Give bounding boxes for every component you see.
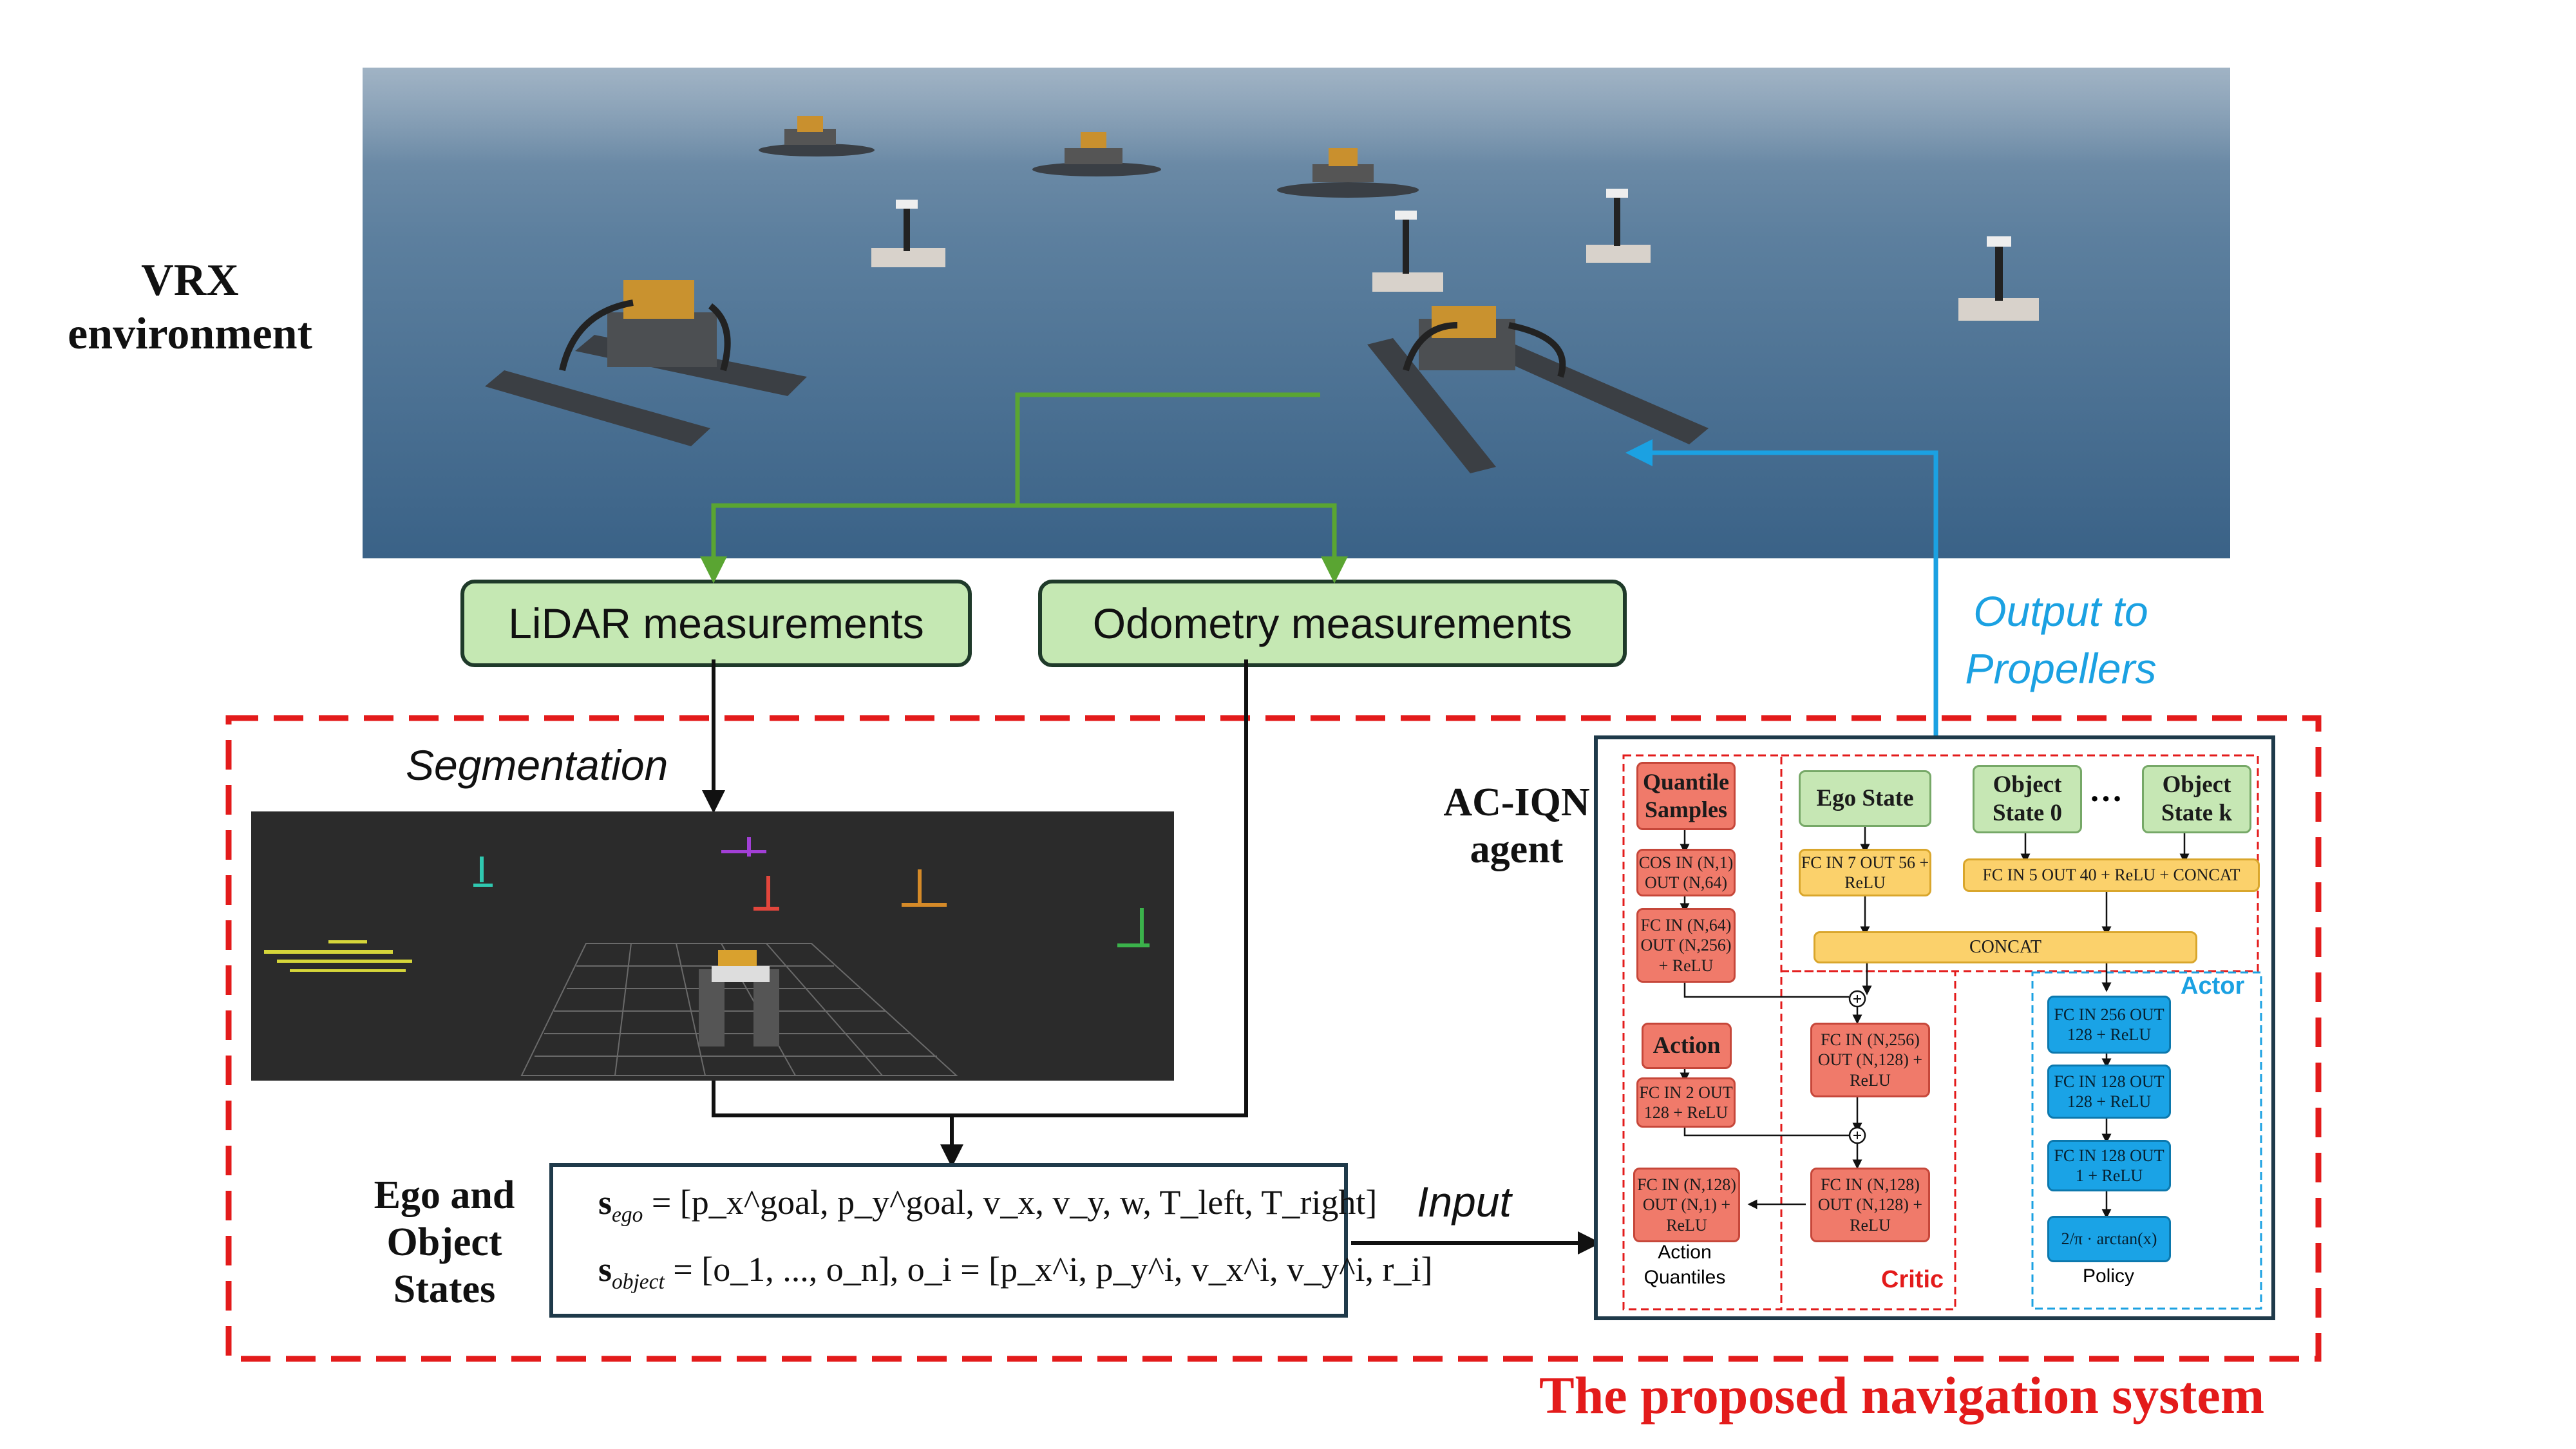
agent-label: AC-IQN agent (1443, 781, 1590, 872)
state-equations-box: sego = [p_x^goal, p_y^goal, v_x, v_y, w,… (549, 1163, 1433, 1318)
odometry-measurements-label: Odometry measurements (1092, 600, 1573, 647)
policy-function-node: 2/π · arctan(x) (2047, 1216, 2171, 1262)
action-node: Action (1642, 1023, 1732, 1069)
point-cloud-yellow (264, 940, 412, 972)
lidar-measurements-box: LiDAR measurements (460, 580, 972, 667)
actor-dashed-box (2031, 971, 2262, 1310)
actor-label: Actor (2181, 972, 2245, 999)
policy-label: Policy (2082, 1265, 2135, 1287)
segmentation-label: Segmentation (406, 741, 668, 789)
cos-layer-node: COS IN (N,1) OUT (N,64) (1636, 849, 1736, 896)
ego-state-vector: = [p_x^goal, p_y^goal, v_x, v_y, w, T_le… (651, 1183, 1378, 1222)
boat-large-right (1367, 306, 1709, 473)
segmentation-robot (699, 950, 779, 1046)
fc-256-128-critic-node: FC IN (N,256) OUT (N,128) + ReLU (1810, 1023, 1930, 1097)
fc-128-128-actor-node: FC IN 128 OUT 128 + ReLU (2047, 1065, 2171, 1119)
green-arrow-odometry (1018, 503, 1348, 583)
point-cloud-orange (902, 869, 947, 907)
navigation-system-caption: The proposed navigation system (1539, 1366, 2265, 1425)
buoy-1 (871, 200, 945, 267)
buoy-4 (1958, 236, 2039, 321)
object-state-equation: sobject = [o_1, ..., o_n], o_i = [p_x^i,… (598, 1249, 1433, 1294)
fc-7-56-node: FC IN 7 OUT 56 + ReLU (1799, 849, 1931, 896)
ego-state-node: Ego State (1799, 770, 1931, 827)
fc-128-128-critic-node: FC IN (N,128) OUT (N,128) + ReLU (1810, 1168, 1930, 1242)
point-cloud-green (1117, 908, 1150, 947)
object-state-vector: = [o_1, ..., o_n], o_i = [p_x^i, p_y^i, … (673, 1250, 1433, 1289)
green-arrow-lidar (700, 503, 1018, 583)
critic-label: Critic (1881, 1266, 1944, 1293)
navigation-system-frame (225, 715, 2322, 1362)
critic-dashed-box (1622, 754, 1783, 1311)
vrx-environment-label: VRX environment (68, 256, 312, 359)
vrx-scene-image (363, 68, 2230, 558)
fc-128-1-node: FC IN (N,128) OUT (N,1) + ReLU (1633, 1168, 1740, 1242)
boat-distant-1 (759, 116, 875, 156)
ego-state-subscript: ego (612, 1202, 643, 1227)
fc-128-1-actor-node: FC IN 128 OUT 1 + ReLU (2047, 1140, 2171, 1191)
buoy-3 (1586, 189, 1651, 263)
lidar-measurements-label: LiDAR measurements (508, 600, 924, 647)
state-encoder-dashed-region (1781, 754, 2259, 972)
input-label: Input (1417, 1178, 1511, 1226)
quantile-samples-node: Quantile Samples (1636, 762, 1736, 830)
boat-distant-3 (1277, 148, 1419, 198)
ego-state-equation: sego = [p_x^goal, p_y^goal, v_x, v_y, w,… (598, 1182, 1377, 1227)
action-quantiles-label: Action Quantiles (1643, 1242, 1726, 1288)
point-cloud-cyan (473, 857, 493, 887)
fc-5-40-node: FC IN 5 OUT 40 + ReLU + CONCAT (1963, 858, 2260, 892)
fc-2-128-node: FC IN 2 OUT 128 + ReLU (1636, 1077, 1736, 1128)
green-arrow-trunk (1015, 392, 1320, 506)
fc-256-128-actor-node: FC IN 256 OUT 128 + ReLU (2047, 996, 2171, 1054)
ego-state-symbol: s (598, 1183, 612, 1222)
ac-iqn-network-panel: Quantile Samples COS IN (N,1) OUT (N,64)… (1594, 735, 2275, 1320)
critic-dashed-region (1781, 970, 1956, 1311)
fc-64-256-node: FC IN (N,64) OUT (N,256) + ReLU (1636, 908, 1736, 983)
point-cloud-purple (721, 837, 766, 857)
arrow-odometry-to-states (940, 659, 1248, 1168)
object-state-symbol: s (598, 1250, 612, 1289)
arrow-segmentation-to-states (712, 1081, 952, 1117)
odometry-measurements-box: Odometry measurements (1038, 580, 1627, 667)
boat-large-left (485, 280, 807, 446)
grid-floor (520, 943, 958, 1076)
concat-node: CONCAT (1814, 931, 2197, 963)
states-label: Ego and Object States (374, 1173, 515, 1312)
object-state-0-node: Object State 0 (1973, 765, 2082, 833)
boat-distant-2 (1032, 132, 1161, 176)
output-to-propellers-label: Output to Propellers (1965, 587, 2157, 693)
segmentation-image (251, 811, 1174, 1081)
object-state-subscript: object (612, 1269, 665, 1294)
object-ellipsis: … (2089, 772, 2123, 809)
object-state-k-node: Object State k (2142, 765, 2251, 833)
point-cloud-red (753, 876, 779, 911)
blue-output-arrow (1625, 439, 1938, 737)
buoy-2 (1372, 211, 1443, 292)
